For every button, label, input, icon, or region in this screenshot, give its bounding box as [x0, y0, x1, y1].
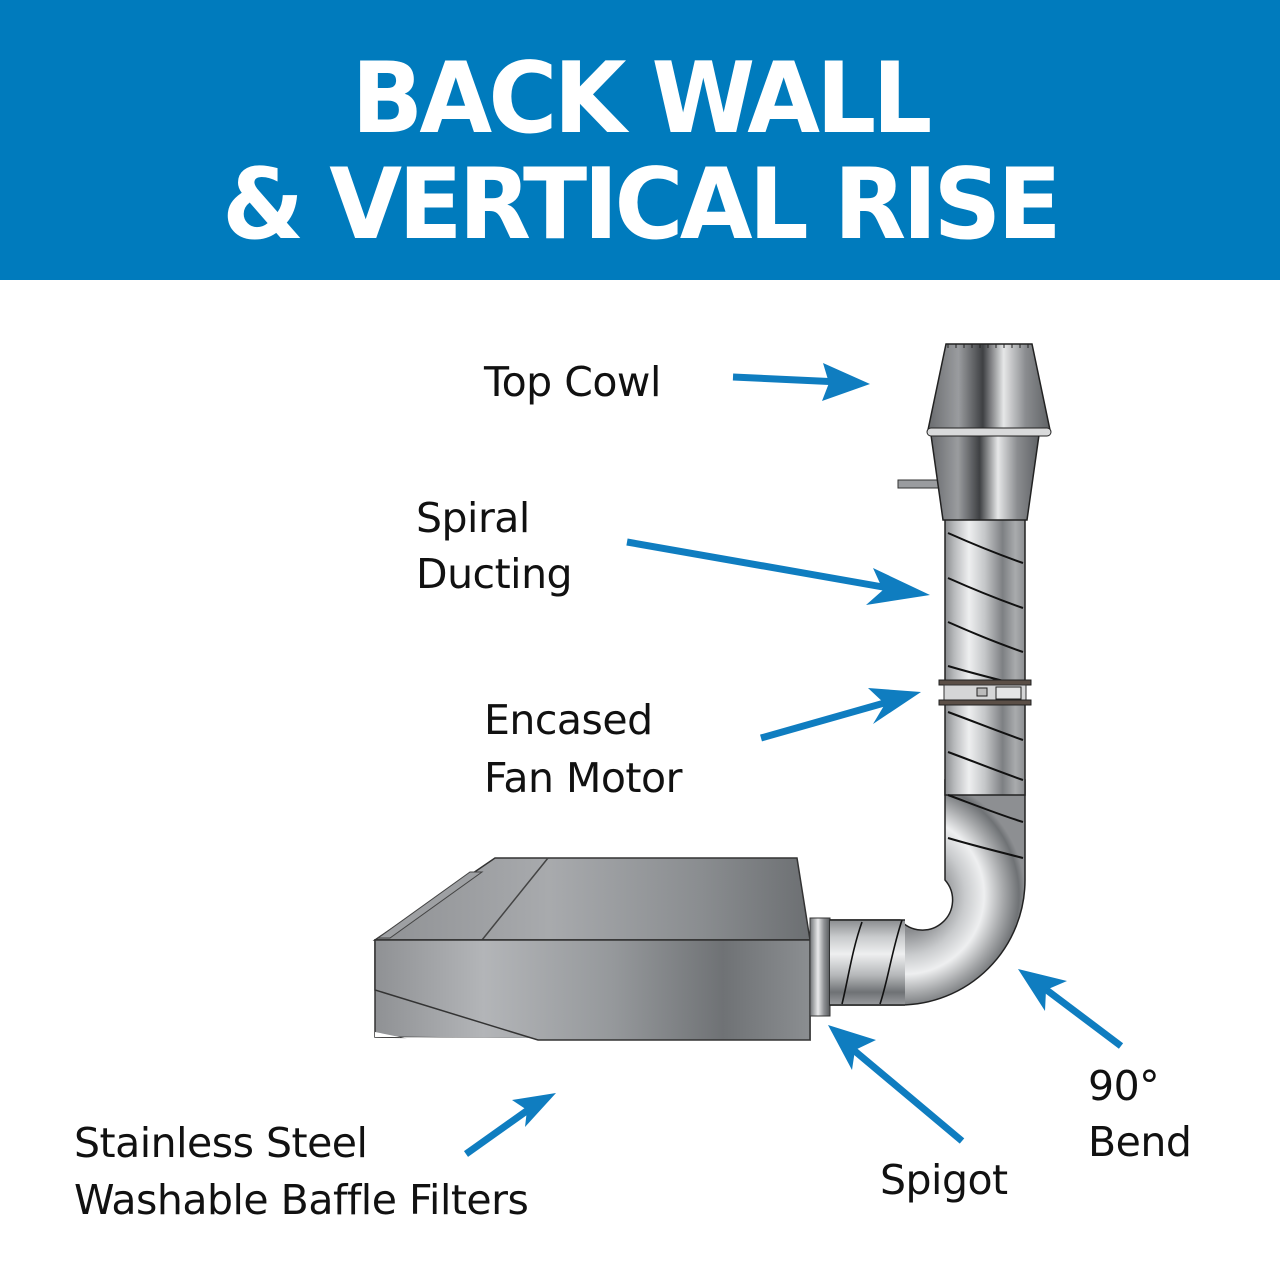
label-spiral-ducting-line1: Spiral	[416, 494, 530, 542]
top-cowl	[897, 343, 1052, 521]
callout-arrows	[463, 363, 1124, 1157]
spiral-ducting	[944, 514, 1026, 859]
arrow-spigot-icon	[828, 1025, 965, 1144]
ninety-degree-bend	[829, 779, 1026, 1006]
label-baffle-filters-line1: Stainless Steel	[74, 1119, 368, 1167]
canopy-hood	[372, 857, 811, 1120]
title-line-2: & VERTICAL RISE	[222, 148, 1062, 262]
title-banner: BACK WALL & VERTICAL RISE	[0, 0, 1280, 280]
encased-fan-motor	[938, 679, 1032, 706]
label-top-cowl: Top Cowl	[484, 358, 661, 406]
spigot	[809, 917, 831, 1017]
arrow-encased-fan-motor-icon	[760, 688, 921, 742]
arrow-90-bend-icon	[1018, 969, 1124, 1049]
label-spiral-ducting-line2: Ducting	[416, 550, 573, 598]
label-spigot: Spigot	[880, 1156, 1008, 1204]
label-baffle-filters-line2: Washable Baffle Filters	[74, 1176, 529, 1224]
arrow-spiral-ducting-icon	[626, 538, 930, 605]
label-90-bend-line1: 90°	[1088, 1062, 1160, 1110]
arrow-top-cowl-icon	[732, 363, 870, 401]
title-line-1: BACK WALL	[351, 42, 933, 156]
label-encased-fan-motor-line1: Encased	[484, 696, 653, 744]
label-90-bend-line2: Bend	[1088, 1118, 1192, 1166]
label-encased-fan-motor-line2: Fan Motor	[484, 754, 682, 802]
arrow-baffle-filters-icon	[463, 1093, 556, 1157]
